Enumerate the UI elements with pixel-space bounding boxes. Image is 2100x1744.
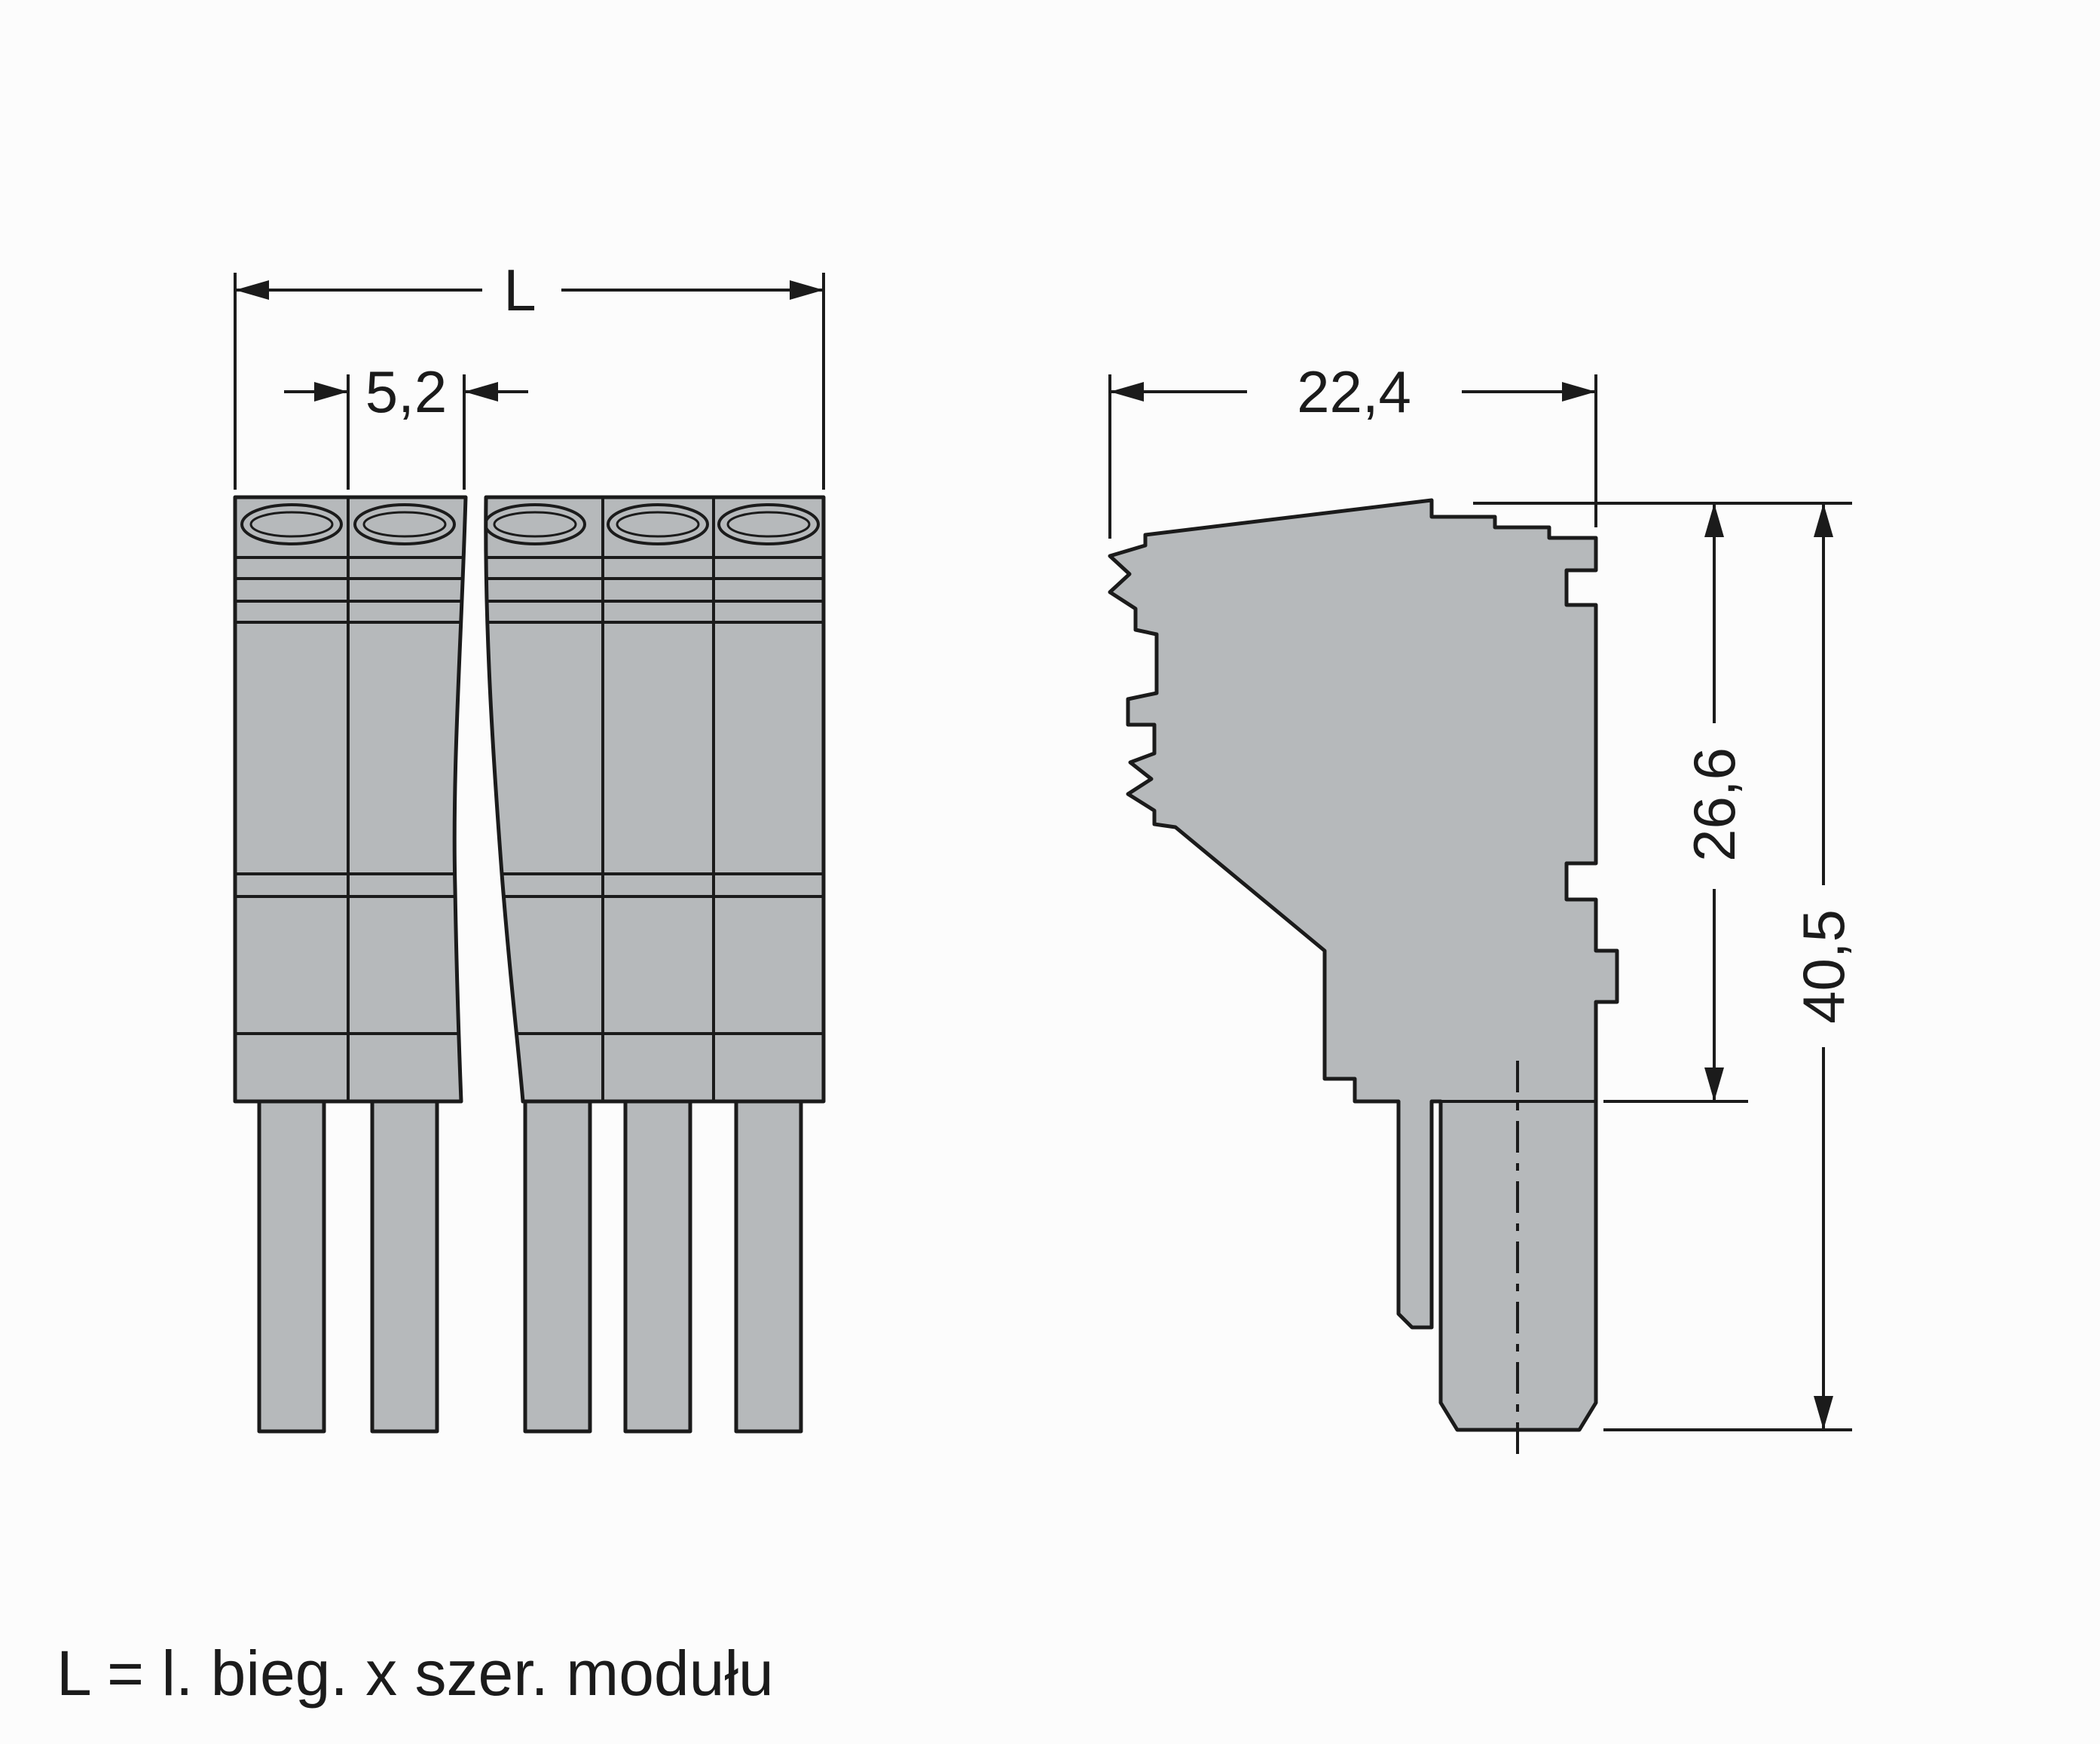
arrowhead bbox=[314, 382, 348, 402]
arrowhead bbox=[235, 280, 269, 300]
dimension-pole-pitch: 5,2 bbox=[284, 359, 528, 490]
clamp-opening-inner bbox=[249, 511, 334, 538]
clamp-opening bbox=[240, 503, 343, 545]
clamp-opening-inner bbox=[616, 511, 700, 538]
clamp-opening-inner bbox=[493, 511, 577, 538]
dim-label-pole-pitch: 5,2 bbox=[365, 359, 447, 425]
dim-label-side-width: 22,4 bbox=[1297, 359, 1411, 425]
side-view bbox=[1108, 498, 1619, 1461]
dimension-total-height: 40,5 bbox=[1603, 503, 1857, 1431]
arrowhead bbox=[1562, 382, 1596, 402]
pin bbox=[623, 1099, 692, 1434]
arrowhead bbox=[790, 280, 824, 300]
pin bbox=[257, 1099, 326, 1434]
clamp-opening bbox=[353, 503, 456, 545]
clamp-opening bbox=[717, 503, 820, 545]
arrowhead bbox=[1704, 1067, 1724, 1101]
front-body-details bbox=[235, 497, 824, 1101]
front-body-left-block bbox=[233, 495, 468, 1104]
arrowhead bbox=[1814, 1396, 1833, 1430]
arrowhead bbox=[1110, 382, 1144, 402]
pin bbox=[523, 1099, 592, 1434]
clamp-opening-inner bbox=[362, 511, 447, 538]
formula-caption: L = l. bieg. x szer. modułu bbox=[57, 1638, 774, 1709]
arrowhead bbox=[1704, 503, 1724, 537]
dim-label-total-width: L bbox=[503, 257, 536, 323]
arrowhead bbox=[464, 382, 498, 402]
dim-label-total-height: 40,5 bbox=[1790, 909, 1857, 1024]
dim-label-body-height: 26,6 bbox=[1681, 747, 1747, 862]
side-body-profile bbox=[1108, 498, 1619, 1432]
dimension-body-height: 26,6 bbox=[1473, 502, 1852, 1103]
arrowhead bbox=[1814, 503, 1833, 537]
front-body-right-block bbox=[484, 495, 826, 1104]
dimension-total-width-L: L bbox=[234, 257, 825, 490]
clamp-opening-inner bbox=[726, 511, 811, 538]
clamp-opening bbox=[607, 503, 709, 545]
dimension-side-width: 22,4 bbox=[1108, 359, 1597, 539]
pin bbox=[734, 1099, 803, 1434]
front-view bbox=[233, 495, 826, 1434]
pin bbox=[370, 1099, 439, 1434]
